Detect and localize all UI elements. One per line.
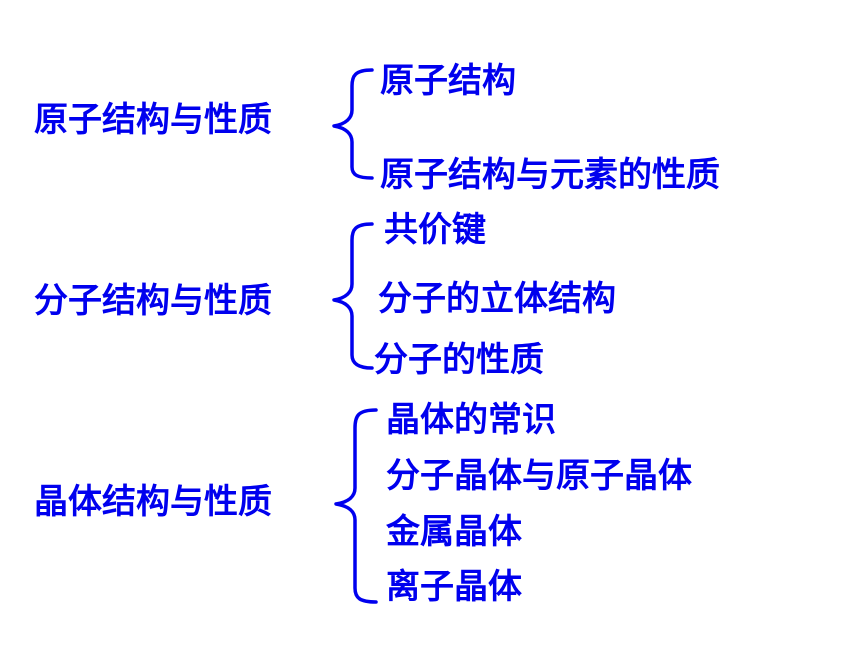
item-molecular-atomic-crystals: 分子晶体与原子晶体 [386, 456, 692, 496]
item-molecular-properties: 分子的性质 [374, 340, 544, 380]
item-crystal-basics: 晶体的常识 [386, 400, 556, 440]
brace-group-1 [332, 68, 374, 180]
brace-group-2 [332, 222, 374, 370]
group-title-atomic-structure: 原子结构与性质 [34, 100, 272, 140]
item-metallic-crystals: 金属晶体 [386, 512, 522, 552]
item-covalent-bond: 共价键 [384, 210, 486, 250]
item-molecular-shape: 分子的立体结构 [378, 279, 616, 319]
group-title-molecular-structure: 分子结构与性质 [34, 281, 272, 321]
group-title-crystal-structure: 晶体结构与性质 [34, 482, 272, 522]
item-atomic-structure: 原子结构 [380, 61, 516, 101]
brace-group-3 [334, 408, 378, 604]
item-atomic-structure-element-properties: 原子结构与元素的性质 [380, 155, 720, 195]
item-ionic-crystals: 离子晶体 [386, 567, 522, 607]
